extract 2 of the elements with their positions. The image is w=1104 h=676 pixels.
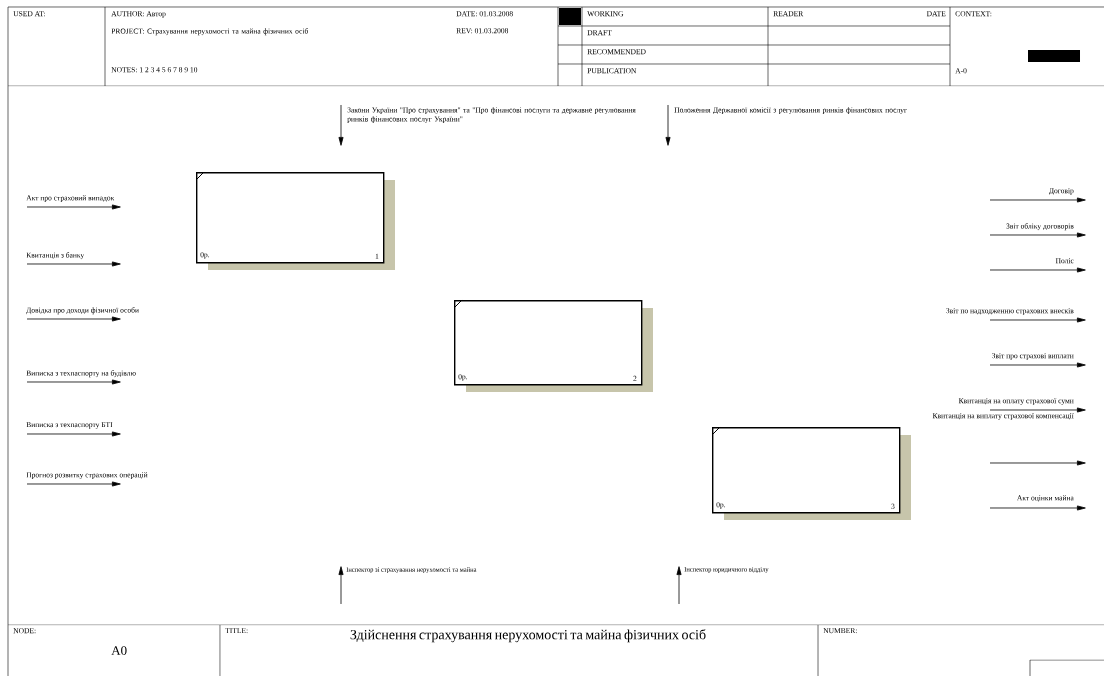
header-text: A0: [111, 646, 127, 655]
diagram-title: Здійснення страхування нерухомості та майна фізичних осіб: [350, 629, 706, 643]
